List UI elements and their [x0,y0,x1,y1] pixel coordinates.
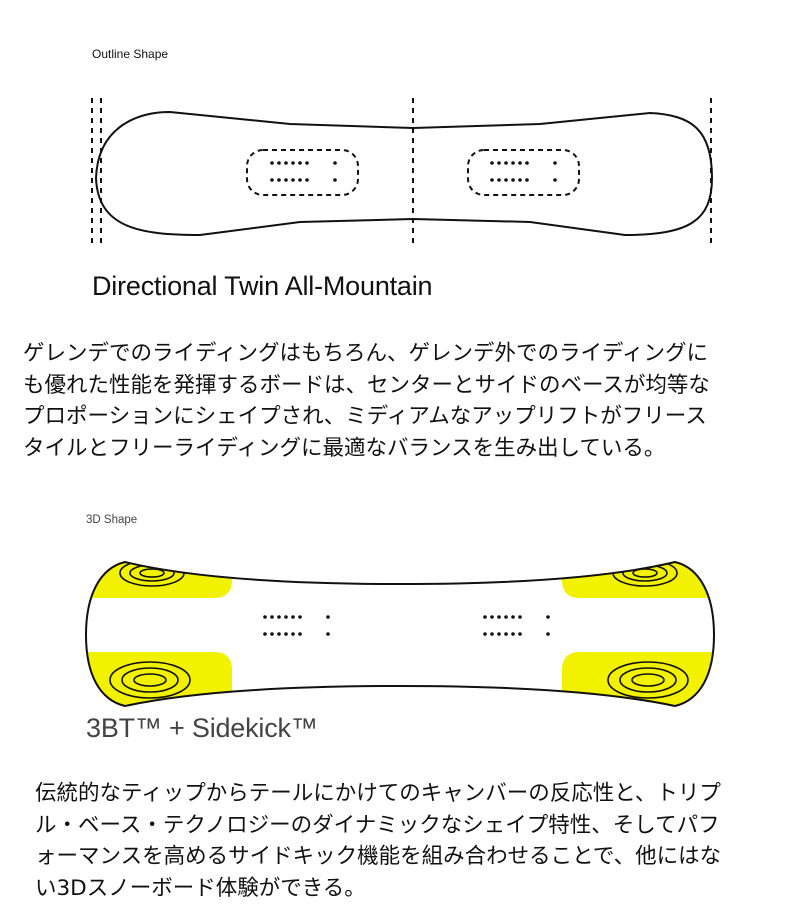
insert-hole [284,632,288,636]
insert-hole [483,632,487,636]
insert-hole [298,178,302,182]
insert-hole [490,178,494,182]
board-outline [94,110,714,237]
insert-hole [504,161,508,165]
insert-hole [291,178,295,182]
3d-description: 伝統的なティップからテールにかけてのキャンバーの反応性と、トリプ ル・ベース・テ… [35,781,722,901]
insert-hole [497,178,501,182]
3d-front-insert-holes [263,615,330,636]
insert-hole [518,161,522,165]
insert-hole [490,615,494,619]
insert-hole [305,178,309,182]
insert-hole [333,161,337,165]
insert-hole [518,178,522,182]
insert-hole [270,161,274,165]
insert-hole [553,178,557,182]
3d-shape-title: 3BT™ + Sidekick™ [86,713,318,743]
insert-hole [277,632,281,636]
insert-hole [270,632,274,636]
front-binding-zone [246,149,359,196]
insert-hole [490,161,494,165]
3d-board-outline [84,560,716,708]
insert-hole [305,161,309,165]
insert-hole [518,615,522,619]
3d-shape-label: 3D Shape [86,514,138,526]
insert-hole [511,161,515,165]
outline-board-diagram [91,98,714,245]
3d-rear-insert-holes [483,615,550,636]
insert-hole [284,161,288,165]
insert-hole [291,615,295,619]
insert-hole [277,178,281,182]
insert-hole [497,615,501,619]
insert-hole [284,178,288,182]
insert-hole [277,615,281,619]
insert-hole [511,632,515,636]
rear-insert-holes [490,161,557,182]
insert-hole [525,178,529,182]
insert-hole [270,615,274,619]
rear-binding-zone [467,149,580,196]
insert-hole [270,178,274,182]
insert-hole [553,161,557,165]
insert-hole [504,632,508,636]
insert-hole [504,178,508,182]
insert-hole [263,615,267,619]
nose-bottom-contours [109,661,191,699]
insert-hole [298,632,302,636]
insert-hole [525,161,529,165]
insert-hole [277,161,281,165]
front-insert-holes [270,161,337,182]
insert-hole [511,178,515,182]
insert-hole [326,615,330,619]
3d-board-diagram [84,560,716,708]
insert-hole [504,615,508,619]
insert-hole [511,615,515,619]
outline-shape-title: Directional Twin All-Mountain [92,271,433,301]
insert-hole [263,632,267,636]
insert-hole [298,161,302,165]
insert-hole [291,632,295,636]
insert-hole [518,632,522,636]
insert-hole [284,615,288,619]
insert-hole [546,632,550,636]
insert-hole [497,161,501,165]
insert-hole [490,632,494,636]
insert-hole [298,615,302,619]
insert-hole [497,632,501,636]
insert-hole [326,632,330,636]
insert-hole [483,615,487,619]
insert-hole [546,615,550,619]
outline-shape-label: Outline Shape [92,47,169,61]
insert-hole [291,161,295,165]
outline-description: ゲレンデでのライディングはもちろん、ゲレンデ外でのライディングに も優れた性能を… [23,341,710,461]
tail-bottom-contours [607,661,689,699]
insert-hole [333,178,337,182]
